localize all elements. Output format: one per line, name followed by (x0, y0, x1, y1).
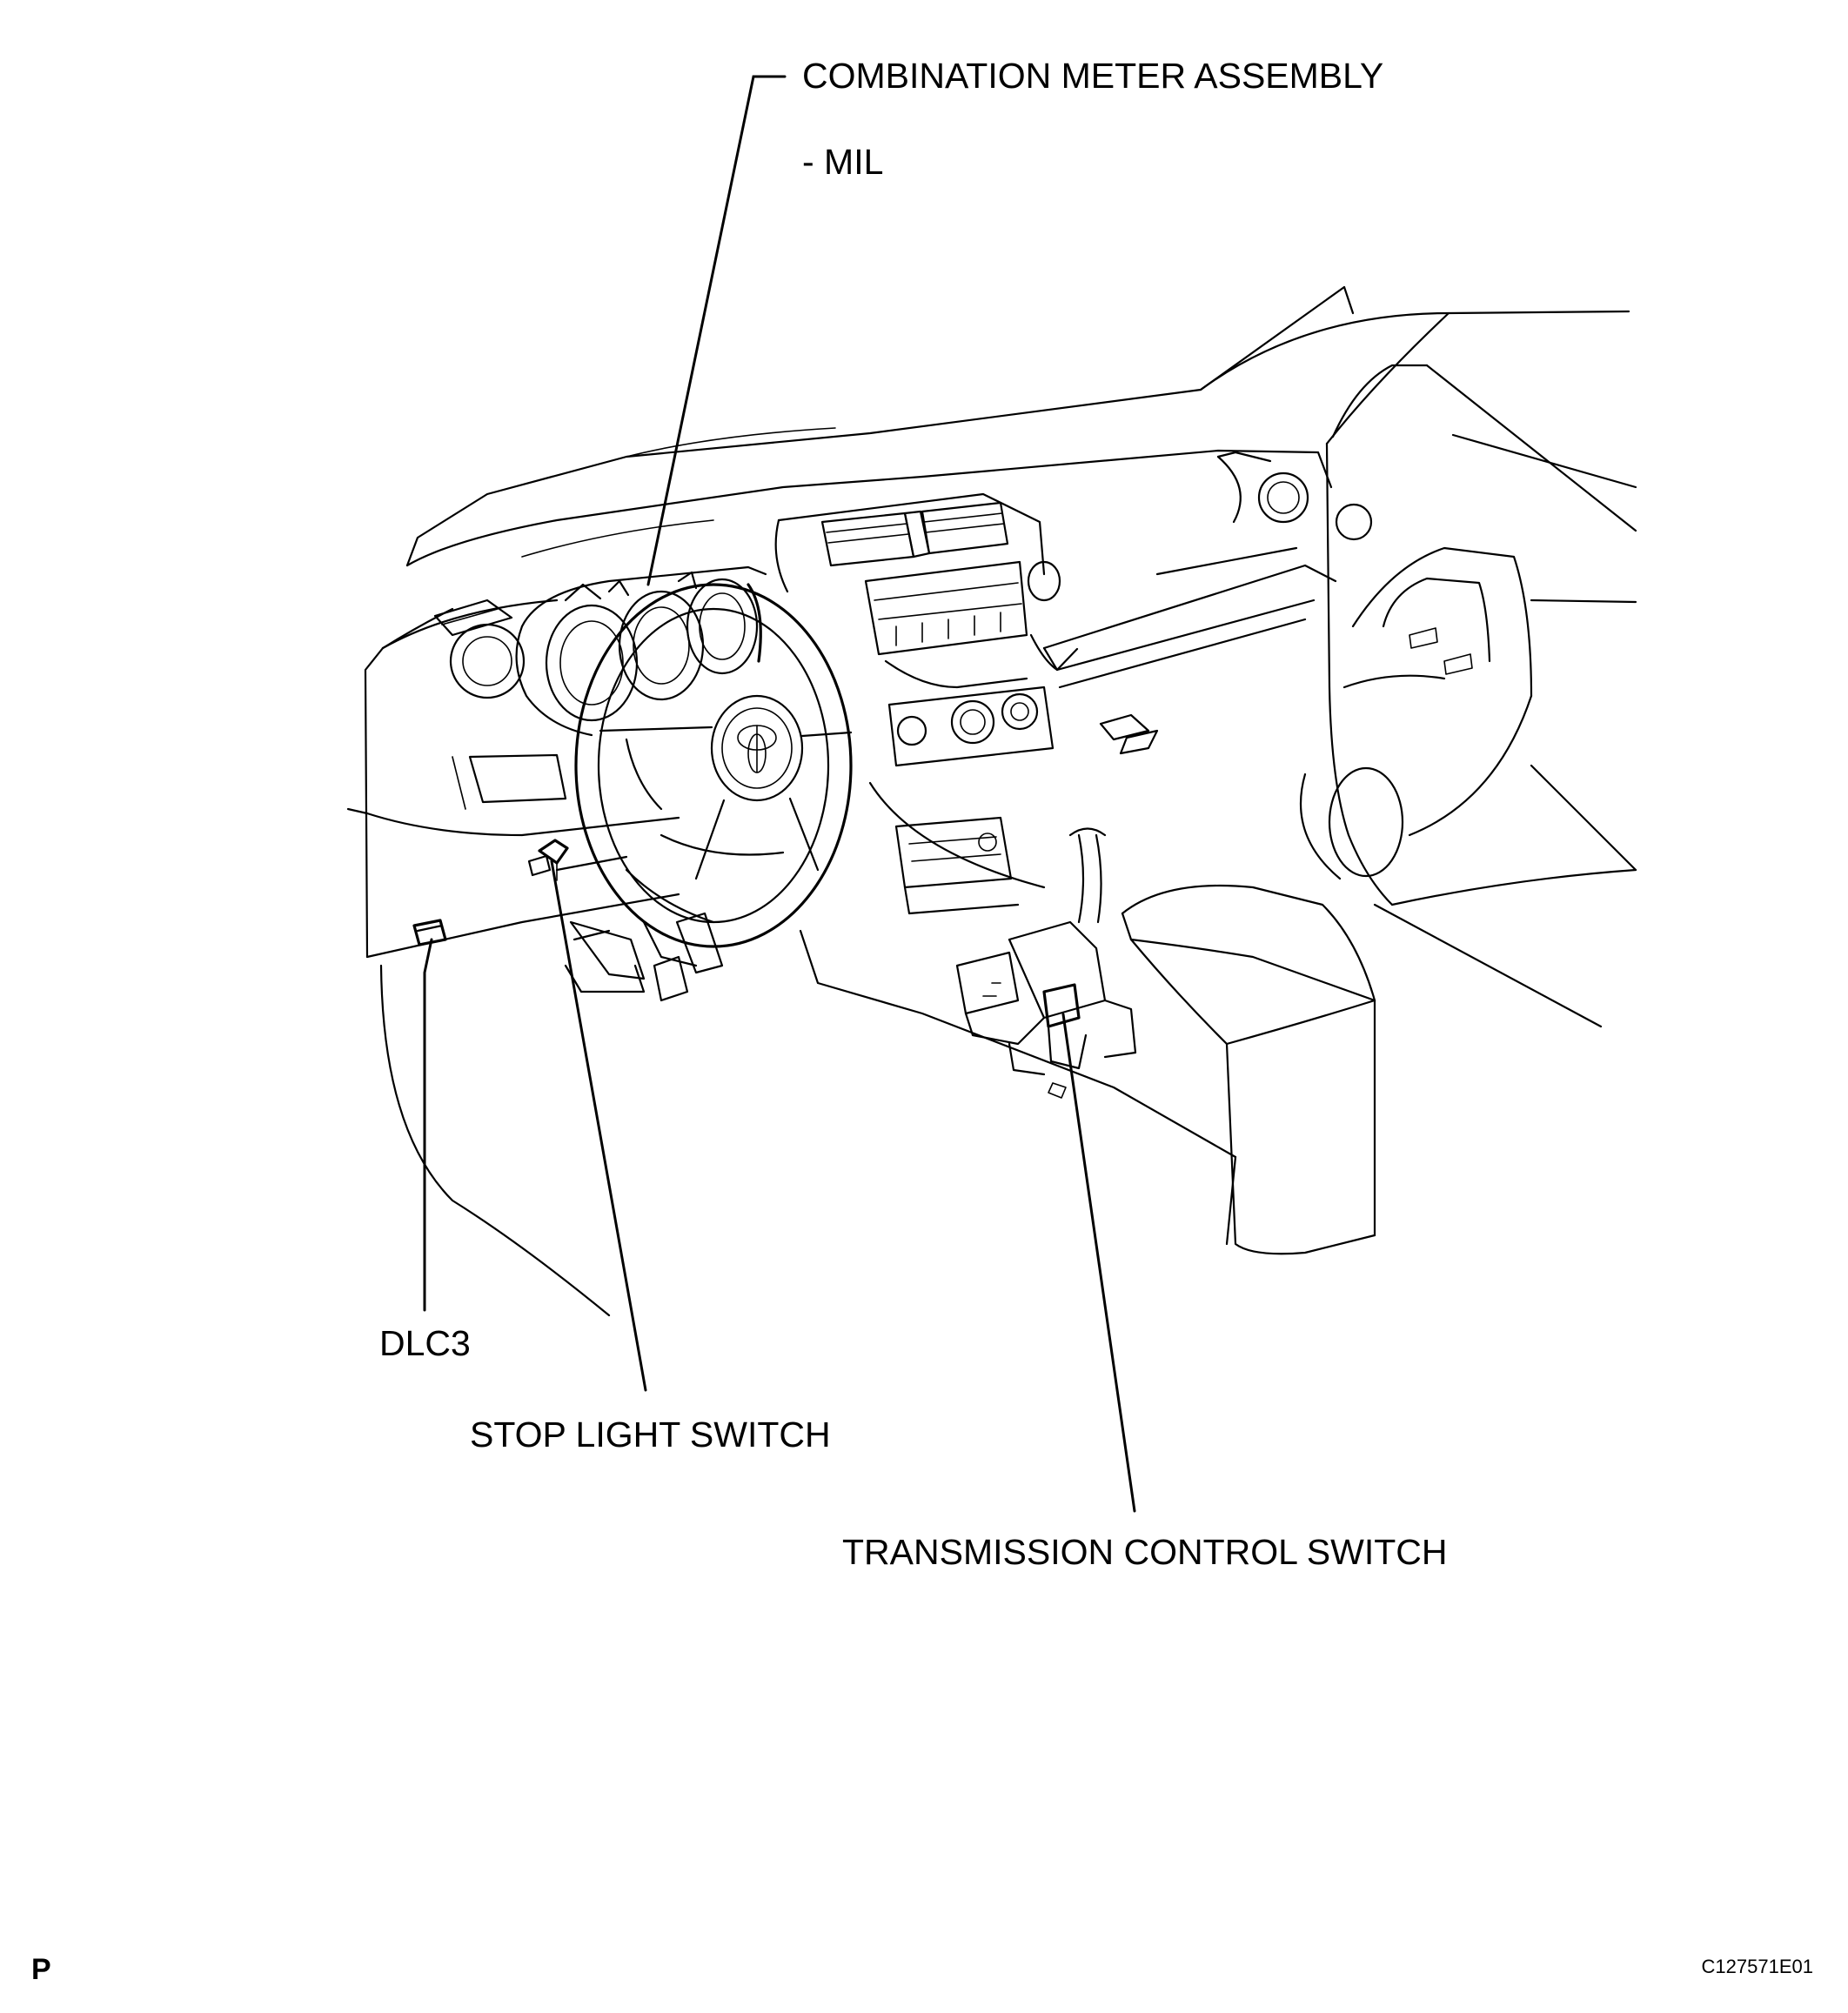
label-mil: - MIL (802, 142, 883, 182)
stop-light-switch-part (527, 839, 569, 881)
floor (799, 903, 1603, 1246)
center-stack (774, 492, 1061, 689)
right-dash (1119, 451, 1373, 755)
leader-dlc3 (423, 938, 433, 1312)
pedals (555, 855, 724, 1002)
leader-lines (423, 75, 1136, 1513)
windshield-frame (405, 285, 1630, 567)
dlc3-connector-part (412, 919, 447, 946)
left-dash-end-panel (346, 607, 680, 1317)
leader-combination-meter (646, 75, 787, 586)
center-armrest-console (1121, 884, 1376, 1255)
vehicle-interior-drawing (346, 285, 1637, 1317)
combination-meter-cluster (515, 565, 767, 737)
section-letter: P (31, 1953, 51, 1986)
callout-labels: COMBINATION METER ASSEMBLY - MIL DLC3 ST… (379, 56, 1448, 1572)
label-dlc3: DLC3 (379, 1323, 471, 1363)
leader-stop-light-switch (550, 859, 647, 1392)
shift-lever-assembly (955, 827, 1137, 1099)
left-air-vent (433, 599, 526, 699)
label-combination-meter-assembly: COMBINATION METER ASSEMBLY (802, 56, 1383, 96)
label-transmission-control-switch: TRANSMISSION CONTROL SWITCH (842, 1532, 1448, 1572)
leader-transmission-control-switch (1061, 1013, 1136, 1513)
right-door-panel (1299, 364, 1637, 906)
lower-console (868, 781, 1046, 915)
figure-code: C127571E01 (1702, 1956, 1813, 1977)
climate-control-knobs (887, 685, 1055, 767)
steering-wheel (574, 583, 853, 967)
label-stop-light-switch: STOP LIGHT SWITCH (470, 1414, 831, 1455)
